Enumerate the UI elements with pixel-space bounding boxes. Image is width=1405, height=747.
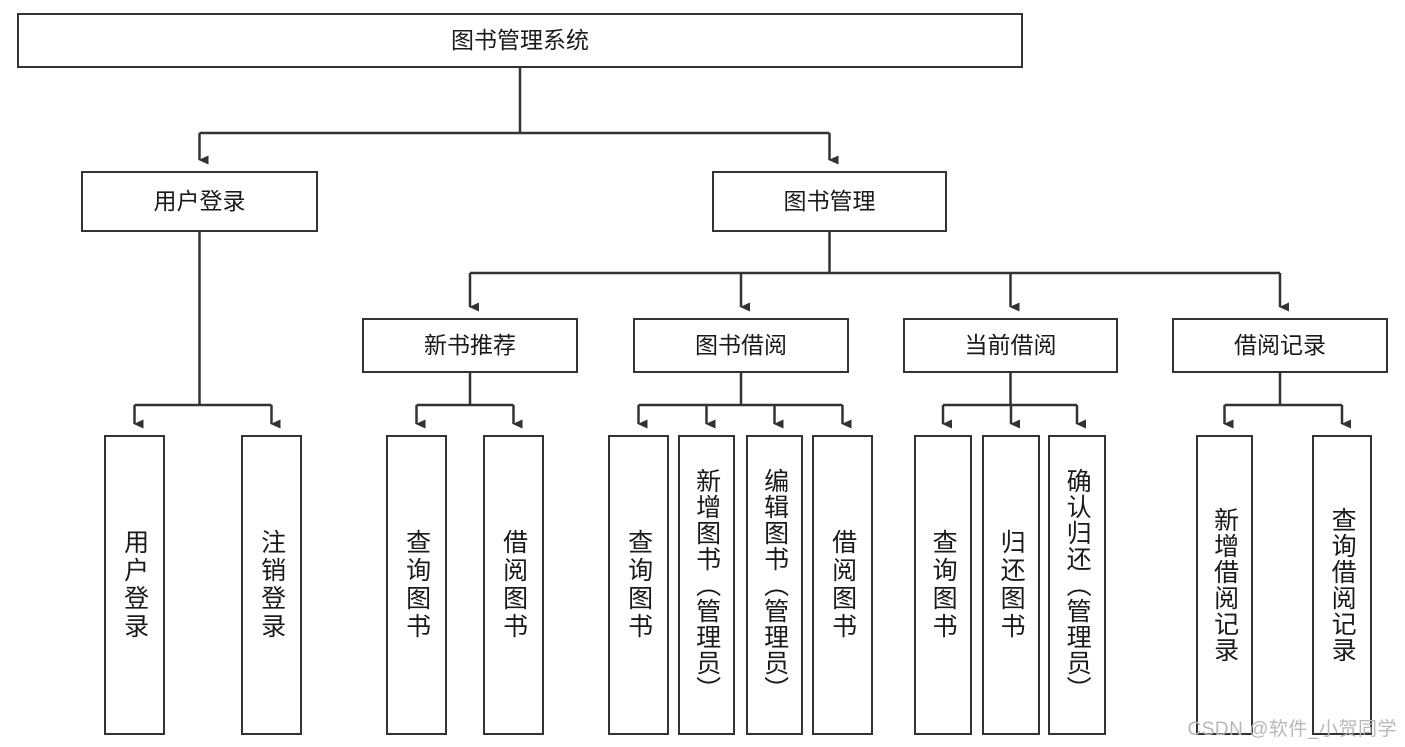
node-leaf-confirm-return-label: 确认归还（管理员） <box>1063 468 1092 702</box>
node-leaf-return-book[interactable]: 归还图书 <box>982 435 1040 735</box>
node-book-borrow[interactable]: 图书借阅 <box>633 318 849 373</box>
node-leaf-query-book-cb[interactable]: 查询图书 <box>914 435 972 735</box>
node-leaf-borrow-book-rec[interactable]: 借阅图书 <box>483 435 544 735</box>
node-leaf-logout-label: 注销登录 <box>257 529 286 641</box>
node-borrow-record[interactable]: 借阅记录 <box>1172 318 1388 373</box>
node-leaf-edit-book-label: 编辑图书（管理员） <box>760 468 789 702</box>
node-leaf-user-login-label: 用户登录 <box>120 529 149 641</box>
node-leaf-query-book-bb[interactable]: 查询图书 <box>608 435 669 735</box>
node-user-login-label: 用户登录 <box>153 187 246 214</box>
node-leaf-query-book-rec[interactable]: 查询图书 <box>386 435 447 735</box>
node-leaf-edit-book[interactable]: 编辑图书（管理员） <box>746 435 803 735</box>
node-current-borrow-label: 当前借阅 <box>964 331 1057 358</box>
node-current-borrow[interactable]: 当前借阅 <box>903 318 1118 373</box>
node-leaf-logout[interactable]: 注销登录 <box>241 435 302 735</box>
node-book-manage[interactable]: 图书管理 <box>712 171 947 232</box>
node-user-login[interactable]: 用户登录 <box>81 171 318 232</box>
node-leaf-add-book[interactable]: 新增图书（管理员） <box>678 435 735 735</box>
node-new-book-rec-label: 新书推荐 <box>424 331 516 358</box>
node-root-label: 图书管理系统 <box>451 26 589 53</box>
node-leaf-query-record[interactable]: 查询借阅记录 <box>1312 435 1372 735</box>
node-leaf-add-record-label: 新增借阅记录 <box>1210 507 1239 663</box>
node-leaf-query-record-label: 查询借阅记录 <box>1328 507 1357 663</box>
node-borrow-record-label: 借阅记录 <box>1234 331 1326 358</box>
node-leaf-borrow-book-bb-label: 借阅图书 <box>828 529 857 641</box>
node-leaf-query-book-rec-label: 查询图书 <box>402 529 431 641</box>
node-book-manage-label: 图书管理 <box>783 187 876 214</box>
node-leaf-add-book-label: 新增图书（管理员） <box>692 468 721 702</box>
node-book-borrow-label: 图书借阅 <box>695 331 787 358</box>
node-leaf-query-book-bb-label: 查询图书 <box>624 529 653 641</box>
node-leaf-borrow-book-bb[interactable]: 借阅图书 <box>812 435 873 735</box>
node-leaf-return-book-label: 归还图书 <box>997 529 1026 641</box>
node-root[interactable]: 图书管理系统 <box>17 13 1023 68</box>
node-leaf-confirm-return[interactable]: 确认归还（管理员） <box>1048 435 1106 735</box>
node-leaf-query-book-cb-label: 查询图书 <box>929 529 958 641</box>
node-leaf-add-record[interactable]: 新增借阅记录 <box>1196 435 1253 735</box>
node-leaf-borrow-book-rec-label: 借阅图书 <box>499 529 528 641</box>
node-leaf-user-login[interactable]: 用户登录 <box>104 435 165 735</box>
node-new-book-rec[interactable]: 新书推荐 <box>362 318 578 373</box>
